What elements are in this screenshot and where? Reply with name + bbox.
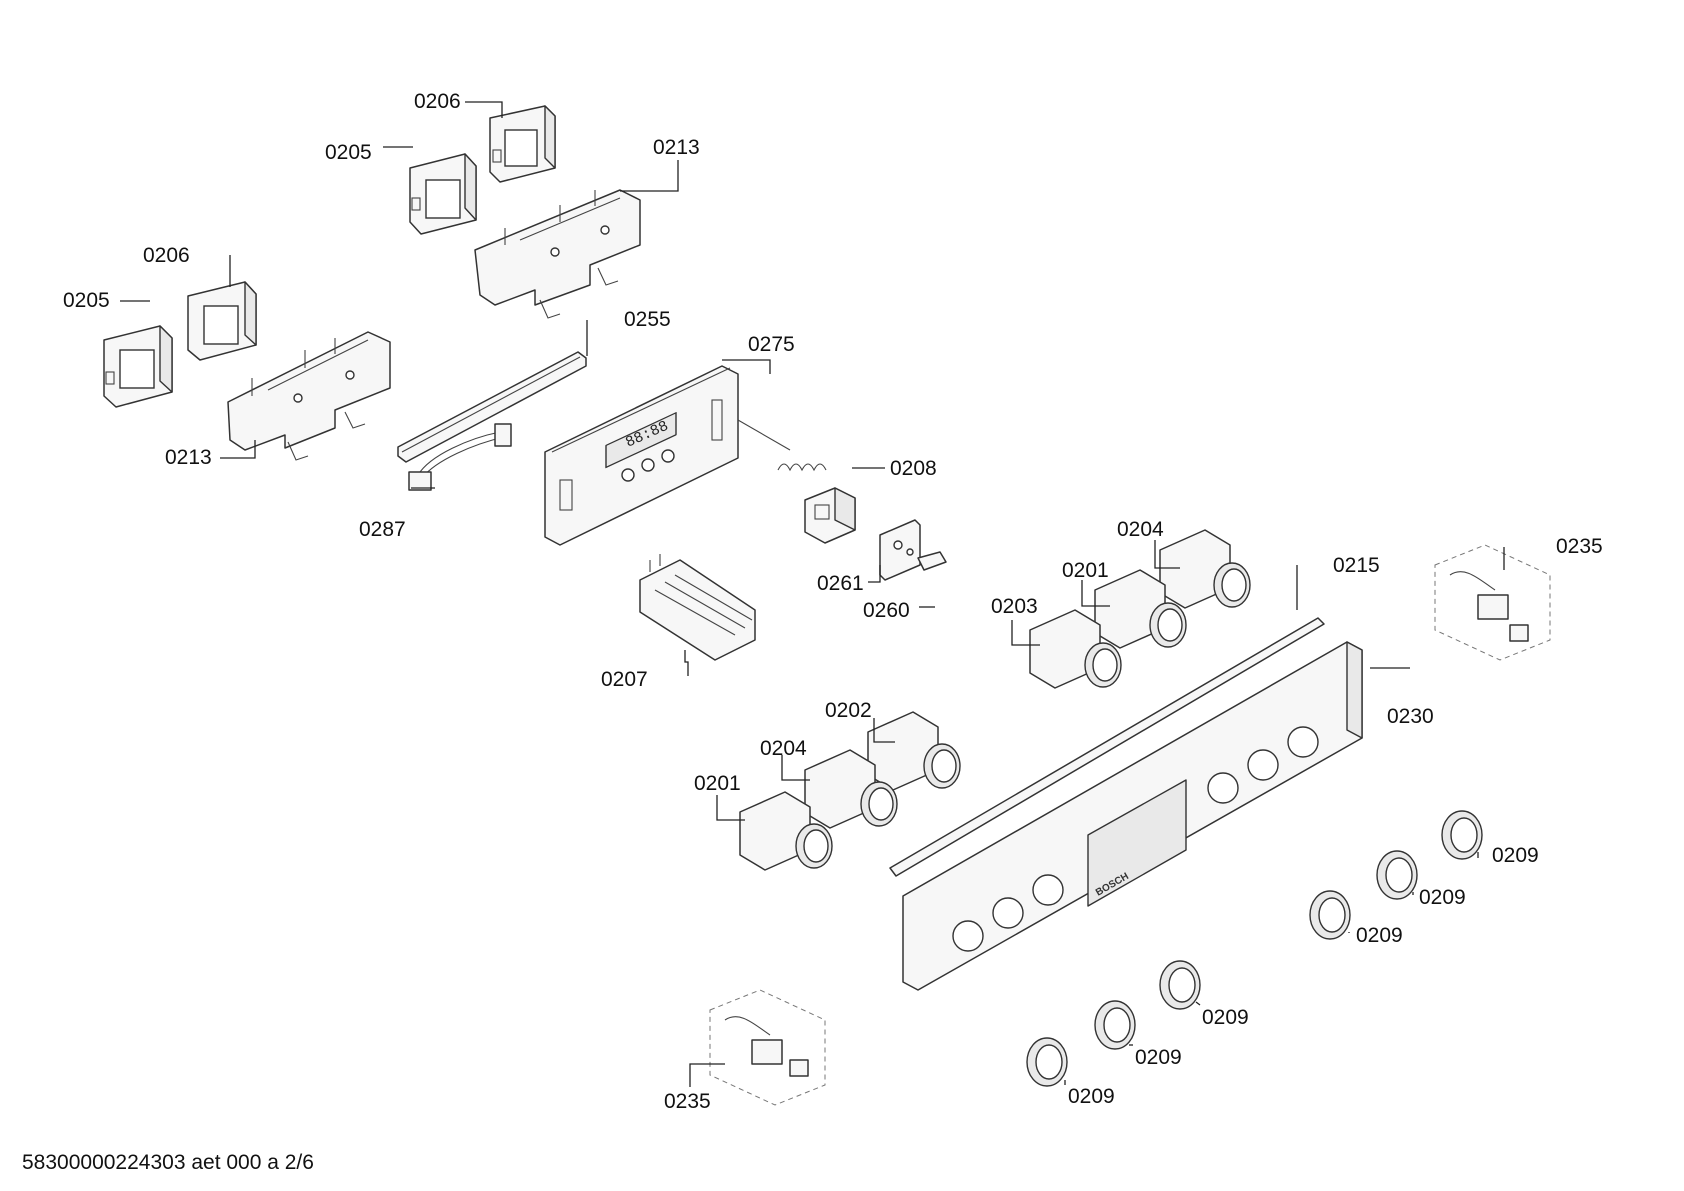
label-0255: 0255 (624, 308, 671, 331)
label-0208: 0208 (890, 457, 937, 480)
label-0201-mid: 0201 (694, 772, 741, 795)
document-id: 58300000224303 aet 000 a 2/6 (22, 1151, 314, 1174)
part-0255-rail (397, 351, 587, 463)
label-0235-right: 0235 (1556, 535, 1603, 558)
part-0275-control-board: 88:88 (544, 365, 739, 546)
part-0206-relay-box-left (187, 281, 257, 361)
part-0202-knob-switch (867, 711, 961, 791)
part-0209-ring-4 (1159, 960, 1201, 1010)
label-0203: 0203 (991, 595, 1038, 618)
part-0208-thermostat (737, 419, 856, 544)
label-0205-left: 0205 (63, 289, 110, 312)
part-0209-ring-1 (1441, 810, 1483, 860)
label-0209-d: 0209 (1202, 1006, 1249, 1029)
part-0235-lamp-kit-left (709, 989, 826, 1106)
part-0205-relay-box-top (409, 153, 477, 235)
label-0209-f: 0209 (1068, 1085, 1115, 1108)
part-0209-ring-2 (1376, 850, 1418, 900)
label-0287: 0287 (359, 518, 406, 541)
label-0261: 0261 (817, 572, 864, 595)
label-0209-e: 0209 (1135, 1046, 1182, 1069)
label-0230: 0230 (1387, 705, 1434, 728)
leader-lines (120, 101, 1505, 1087)
part-0205-relay-box-left (103, 325, 173, 408)
label-0204-top: 0204 (1117, 518, 1164, 541)
part-0207-selector-switch (639, 554, 756, 661)
label-0205-top: 0205 (325, 141, 372, 164)
part-0209-ring-5 (1094, 1000, 1136, 1050)
label-0235-left: 0235 (664, 1090, 711, 1113)
label-0215: 0215 (1333, 554, 1380, 577)
part-0203-knob-switch (1029, 609, 1122, 689)
part-0204-knob-switch-top (1159, 529, 1251, 609)
label-0209-c: 0209 (1356, 924, 1403, 947)
label-0275: 0275 (748, 333, 795, 356)
label-0213-left: 0213 (165, 446, 212, 469)
part-0287-wire-harness (408, 423, 512, 491)
callout-labels: 0206 0205 0213 0206 0205 0255 0275 0213 … (63, 90, 1603, 1113)
part-0209-ring-3 (1309, 890, 1351, 940)
part-0261-bracket (879, 519, 921, 581)
part-0260-stem (917, 551, 947, 571)
label-0204-mid: 0204 (760, 737, 807, 760)
part-0213-bracket-top (474, 189, 641, 319)
label-0207: 0207 (601, 668, 648, 691)
label-0202: 0202 (825, 699, 872, 722)
part-0204-knob-switch-mid (804, 749, 898, 829)
part-0206-relay-box-top (489, 105, 556, 183)
part-0209-ring-6 (1026, 1037, 1068, 1087)
part-0230-control-panel-fascia: BOSCH (902, 641, 1363, 991)
part-0235-lamp-kit-right (1434, 544, 1551, 661)
label-0209-b: 0209 (1419, 886, 1466, 909)
part-0201-knob-switch-top (1094, 569, 1187, 649)
label-0206-top: 0206 (414, 90, 461, 113)
label-0213-top: 0213 (653, 136, 700, 159)
label-0209-a: 0209 (1492, 844, 1539, 867)
part-0213-bracket-left (227, 331, 391, 461)
label-0206-left: 0206 (143, 244, 190, 267)
label-0260: 0260 (863, 599, 910, 622)
part-0215-seal-strip (889, 617, 1325, 877)
label-0201-top: 0201 (1062, 559, 1109, 582)
part-0201-knob-switch-mid (739, 791, 833, 871)
